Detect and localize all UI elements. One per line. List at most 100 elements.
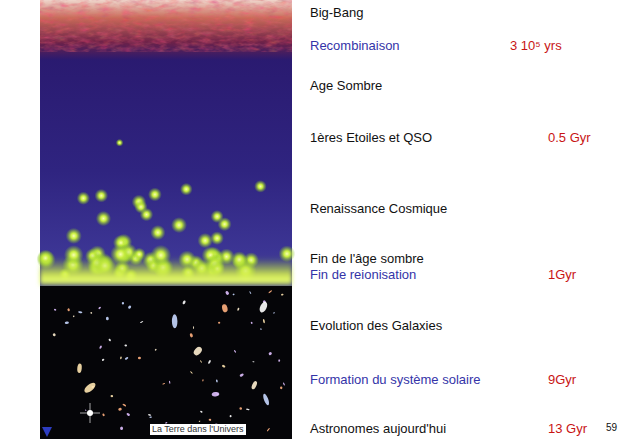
- star-glow: [77, 192, 90, 205]
- time-value: 3 10⁵ yrs: [510, 38, 562, 53]
- galaxy: [90, 312, 92, 314]
- galaxy: [268, 290, 272, 294]
- galaxy: [128, 305, 132, 309]
- galaxy: [138, 357, 141, 360]
- galaxies: [52, 290, 285, 432]
- galaxy: [118, 407, 122, 411]
- star-glow: [197, 233, 212, 248]
- galaxy: [124, 357, 128, 361]
- galaxy: [239, 373, 244, 377]
- galaxy: [211, 392, 219, 397]
- footer-title: La Terre dans l'Univers: [150, 424, 246, 435]
- era-label: Evolution des Galaxies: [310, 318, 442, 333]
- time-arrowhead: [42, 427, 52, 437]
- galaxy: [263, 319, 266, 324]
- galaxy: [98, 306, 101, 309]
- star-glow: [96, 211, 111, 226]
- galaxy: [251, 380, 258, 390]
- star-glow: [180, 183, 193, 196]
- star-glow: [140, 208, 154, 222]
- galaxy: [218, 321, 221, 324]
- star-glow: [116, 139, 124, 147]
- galaxy: [281, 293, 284, 295]
- image-frame: [40, 0, 292, 439]
- galaxy: [120, 426, 123, 430]
- galaxy: [73, 315, 75, 317]
- galaxy: [246, 408, 250, 410]
- galaxy: [122, 403, 126, 407]
- galaxy: [52, 333, 56, 337]
- galaxy: [67, 308, 70, 312]
- star-spike: [80, 403, 100, 423]
- galaxy: [250, 322, 253, 325]
- galaxy: [249, 291, 251, 294]
- time-value: 1Gyr: [548, 267, 576, 282]
- galaxy: [54, 308, 57, 311]
- galaxy: [172, 314, 178, 328]
- galaxy: [154, 349, 156, 352]
- galaxy: [208, 418, 211, 421]
- galaxy: [198, 420, 200, 422]
- galaxy: [190, 371, 193, 374]
- era-label: Astronomes aujourd'hui: [310, 421, 446, 436]
- galaxy: [229, 415, 231, 418]
- galaxy: [237, 308, 240, 311]
- galaxy: [225, 290, 230, 295]
- time-arrow: [46, 2, 49, 428]
- galaxy: [278, 359, 280, 362]
- galaxy: [216, 379, 218, 382]
- galaxy: [222, 364, 226, 368]
- galaxy: [120, 356, 122, 359]
- slide-number: 59: [606, 422, 617, 434]
- galaxy: [208, 360, 212, 365]
- galaxy: [283, 382, 286, 386]
- galaxy: [106, 317, 109, 321]
- star-glow: [150, 225, 165, 240]
- galaxy: [200, 410, 203, 413]
- star-glow: [254, 180, 267, 193]
- galaxy: [273, 312, 275, 314]
- time-value: 9Gyr: [548, 372, 576, 387]
- time-value: 0.5 Gyr: [548, 130, 591, 145]
- galaxy: [148, 414, 152, 416]
- star-glow: [171, 217, 187, 233]
- galaxy: [260, 328, 262, 330]
- galaxy: [78, 311, 83, 314]
- galaxy: [140, 321, 144, 324]
- era-label: Fin de l'âge sombre: [310, 251, 424, 266]
- galaxy: [77, 363, 82, 373]
- galaxy: [99, 345, 102, 349]
- galaxy: [221, 304, 228, 313]
- galaxy: [85, 409, 87, 411]
- galaxy: [200, 360, 203, 363]
- galaxy: [124, 344, 127, 346]
- galaxy: [239, 407, 242, 410]
- big-bang-band: [40, 0, 292, 60]
- galaxy: [262, 393, 270, 406]
- galaxy: [189, 333, 193, 338]
- era-label: 1ères Etoiles et QSO: [310, 130, 432, 145]
- galaxy: [65, 321, 69, 324]
- galaxy: [122, 302, 125, 305]
- galaxy: [169, 381, 171, 384]
- reionisation-horizon: [40, 258, 292, 286]
- galaxy: [83, 381, 97, 395]
- galaxy: [126, 412, 130, 416]
- event-label: Formation du système solaire: [310, 372, 481, 387]
- big-bang-texture: [40, 0, 292, 52]
- galaxy: [234, 350, 237, 353]
- era-label: Big-Bang: [310, 5, 363, 20]
- star-glow: [94, 189, 108, 203]
- galaxy: [232, 293, 234, 295]
- star-glow: [148, 188, 162, 202]
- galaxy: [102, 413, 105, 416]
- era-label: Age Sombre: [310, 78, 382, 93]
- galaxy: [258, 301, 269, 314]
- galaxy: [202, 379, 204, 381]
- galaxy: [102, 358, 105, 361]
- dark-age-band: [40, 56, 292, 286]
- galaxy: [193, 326, 194, 329]
- galaxy: [149, 416, 152, 418]
- star-glow: [211, 210, 224, 223]
